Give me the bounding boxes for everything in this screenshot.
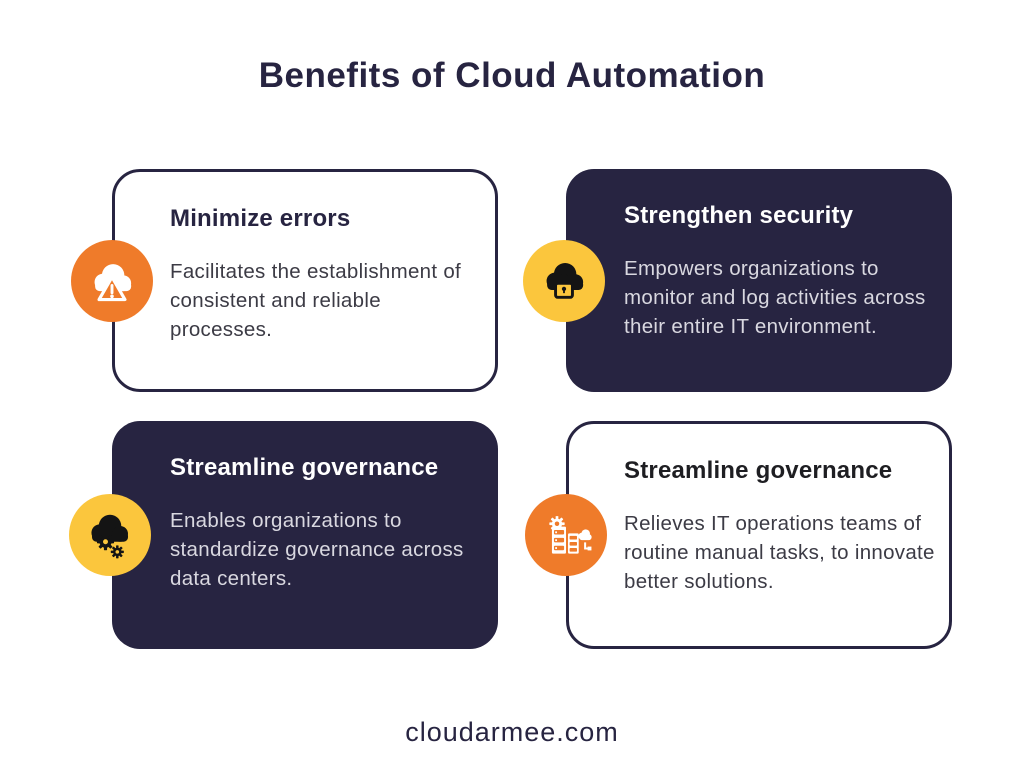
- benefit-card-strengthen-security: Strengthen security Empowers organizatio…: [523, 169, 952, 392]
- card-content: Streamline governance Relieves IT operat…: [624, 457, 936, 596]
- card-body: Enables organizations to standardize gov…: [170, 509, 464, 590]
- cloud-lock-icon: [546, 262, 584, 299]
- card-title: Strengthen security: [624, 202, 854, 229]
- icon-badge: [523, 239, 605, 322]
- website-url: cloudarmee.com: [405, 717, 619, 747]
- card-title: Streamline governance: [624, 457, 893, 484]
- benefit-card-minimize-errors: Minimize errors Facilitates the establis…: [71, 169, 498, 392]
- card-body: Relieves IT operations teams of routine …: [624, 512, 935, 593]
- page-title: Benefits of Cloud Automation: [258, 56, 766, 95]
- benefit-card-streamline-governance: Streamline governance Enables organizati…: [69, 421, 498, 649]
- card-body: Facilitates the establishment of consist…: [170, 260, 462, 341]
- icon-badge: [71, 239, 153, 322]
- card-content: Streamline governance Enables organizati…: [170, 454, 482, 593]
- icon-badge: [525, 494, 607, 576]
- cloud-gears-icon: [91, 514, 128, 559]
- card-title: Minimize errors: [170, 205, 351, 232]
- card-content: Minimize errors Facilitates the establis…: [170, 205, 482, 344]
- icon-badge: [69, 494, 151, 576]
- card-content: Strengthen security Empowers organizatio…: [624, 202, 936, 341]
- cloud-warning-icon: [94, 263, 132, 301]
- card-body: Empowers organizations to monitor and lo…: [624, 257, 926, 338]
- benefit-card-streamline-governance-2: Streamline governance Relieves IT operat…: [525, 421, 952, 649]
- server-automation-icon: [549, 516, 592, 554]
- card-title: Streamline governance: [170, 454, 439, 481]
